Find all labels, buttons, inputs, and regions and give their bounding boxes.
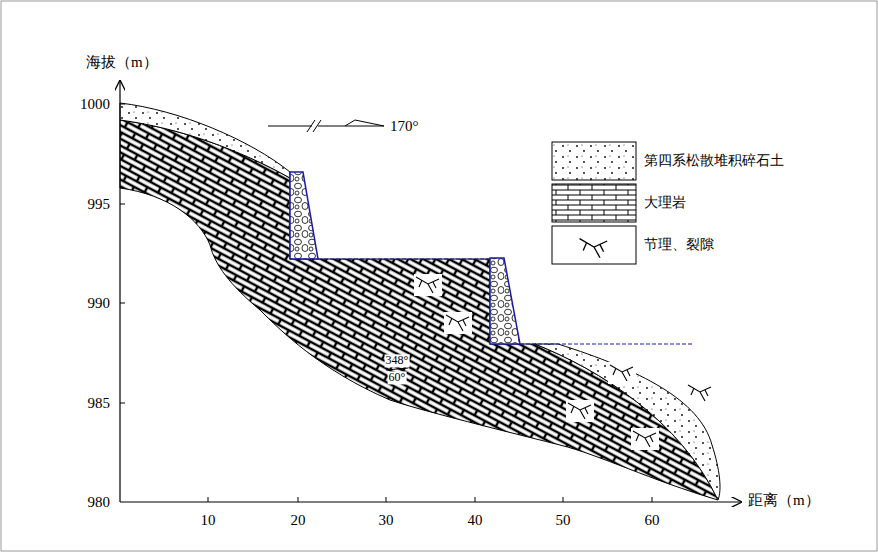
tick: [208, 497, 209, 502]
tick: [563, 497, 564, 502]
legend-swatch: [552, 184, 636, 222]
joint-symbol: [580, 239, 608, 258]
retaining-wall: [290, 172, 318, 259]
tick-label: 990: [88, 295, 111, 312]
tick: [120, 303, 125, 304]
joint-symbol: [688, 385, 711, 401]
tick-label: 50: [556, 512, 571, 529]
joint-symbol: [610, 365, 633, 381]
legend-label: 节理、裂隙: [644, 237, 714, 252]
legend-label: 第四系松散堆积碎石土: [644, 153, 784, 168]
legend-swatch: [552, 142, 636, 180]
legend-label: 大理岩: [644, 195, 686, 210]
joint-symbol: [568, 403, 591, 419]
joint-ground: [631, 428, 659, 450]
tick-label: 995: [88, 196, 111, 213]
tick-label: 10: [201, 512, 216, 529]
bench-line: [520, 343, 692, 344]
tick: [652, 497, 653, 502]
soil-layer: [120, 103, 290, 178]
attitude-label: 60°: [388, 371, 407, 384]
axis-ticks: [120, 104, 652, 502]
tick-label: 980: [88, 494, 111, 511]
tick: [475, 497, 476, 502]
joint-symbols: [414, 274, 714, 450]
attitude-label: 348°: [385, 354, 410, 367]
marble-rock: [120, 120, 718, 500]
joint-symbol: [446, 315, 469, 331]
retaining-wall: [490, 258, 520, 344]
axis-title: 距离（m）: [748, 492, 820, 509]
axis-title: 海拔（m）: [86, 54, 158, 71]
bench-line: [318, 258, 490, 259]
joint-ground: [608, 362, 636, 384]
tick: [120, 104, 125, 105]
strike-label: 170°: [390, 118, 419, 135]
x-axis: [120, 501, 742, 502]
tick: [386, 497, 387, 502]
tick-label: 20: [291, 512, 306, 529]
joint-ground: [686, 382, 714, 404]
joint-ground: [566, 400, 594, 422]
joint-symbol: [633, 431, 656, 447]
soil-layer: [535, 344, 720, 500]
tick-label: 30: [379, 512, 394, 529]
tick-label: 40: [468, 512, 483, 529]
tick-label: 1000: [80, 96, 110, 113]
joint-symbol: [416, 277, 439, 293]
legend-area: [548, 138, 800, 268]
tick-label: 60: [645, 512, 660, 529]
legend-swatch: [552, 226, 636, 264]
tick-label: 985: [88, 395, 111, 412]
strike-symbol: [268, 120, 384, 132]
tick: [120, 204, 125, 205]
tick: [120, 403, 125, 404]
legend: [548, 138, 800, 268]
y-axis: [119, 80, 120, 502]
tick: [298, 497, 299, 502]
joint-ground: [444, 312, 472, 334]
joint-ground: [414, 274, 442, 296]
attitude-divider: [386, 368, 408, 370]
